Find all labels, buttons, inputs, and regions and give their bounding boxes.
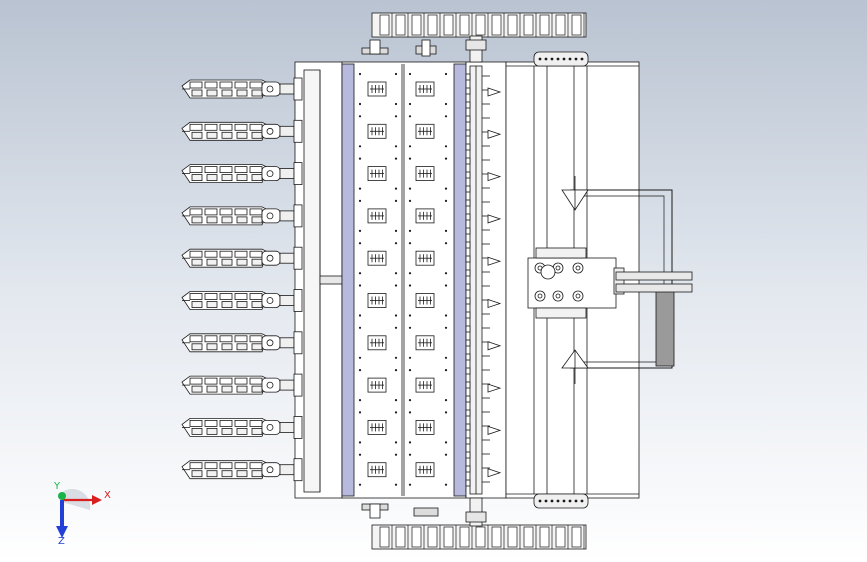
seed-tube[interactable]: [181, 331, 303, 355]
seed-metering-box[interactable]: [367, 293, 387, 308]
tread-block: [395, 14, 406, 36]
seed-tube-group: [181, 77, 303, 482]
seed-metering-box[interactable]: [415, 335, 435, 351]
seed-metering-box[interactable]: [415, 123, 435, 139]
tread-block: [459, 526, 470, 548]
seed-metering-box[interactable]: [367, 462, 387, 478]
seed-tube[interactable]: [181, 458, 303, 482]
tread-block: [427, 14, 438, 36]
tread-block: [379, 14, 390, 36]
tread-block: [411, 14, 422, 36]
tread-block: [411, 526, 422, 548]
seed-metering-box[interactable]: [415, 293, 435, 308]
left-frame-beam[interactable]: [294, 61, 343, 499]
tread-block: [555, 526, 566, 548]
seed-metering-box[interactable]: [367, 335, 387, 351]
seed-metering-box[interactable]: [367, 250, 387, 266]
tread-block: [475, 14, 486, 36]
seed-metering-box[interactable]: [415, 208, 435, 224]
tread-block: [555, 14, 566, 36]
seed-metering-box[interactable]: [415, 462, 435, 478]
z-axis-head: [56, 526, 68, 538]
z-axis-label: Z: [58, 536, 65, 547]
tread-block: [443, 14, 454, 36]
tread-block: [523, 526, 534, 548]
seed-tube[interactable]: [181, 415, 303, 439]
y-axis-label: Y: [53, 481, 61, 492]
tread-block: [443, 526, 454, 548]
seed-metering-box[interactable]: [367, 208, 387, 224]
y-axis-dot: [58, 492, 66, 500]
tread-block: [395, 526, 406, 548]
orientation-triad: X Y Z: [53, 481, 111, 547]
seed-metering-box[interactable]: [367, 377, 387, 393]
tread-block: [475, 526, 486, 548]
tread-block: [539, 526, 550, 548]
x-axis-head: [92, 495, 102, 505]
tread-block: [507, 14, 518, 36]
drive-shaft[interactable]: [465, 35, 507, 527]
tread-block: [539, 14, 550, 36]
seed-metering-box[interactable]: [415, 81, 435, 97]
tread-block: [507, 526, 518, 548]
seed-metering-box[interactable]: [367, 166, 387, 182]
tread-block: [571, 526, 582, 548]
tread-block: [523, 14, 534, 36]
seed-tube[interactable]: [181, 77, 303, 101]
seed-metering-box[interactable]: [415, 250, 435, 266]
seed-metering-box[interactable]: [367, 81, 387, 97]
seed-tube[interactable]: [181, 204, 303, 228]
seed-metering-box[interactable]: [367, 123, 387, 139]
seed-hopper[interactable]: [341, 61, 467, 499]
tread-block: [491, 526, 502, 548]
x-axis-label: X: [104, 490, 111, 501]
tread-block: [427, 526, 438, 548]
bottom-gauge-wheel[interactable]: [371, 524, 587, 550]
hitch-bracket[interactable]: [561, 176, 693, 384]
seed-tube[interactable]: [181, 289, 303, 312]
seed-tube[interactable]: [181, 373, 303, 397]
top-gauge-wheel[interactable]: [371, 12, 587, 38]
seed-tube[interactable]: [181, 119, 303, 143]
tread-block: [379, 526, 390, 548]
tread-block: [459, 14, 470, 36]
gearbox[interactable]: [527, 247, 625, 319]
seed-metering-box[interactable]: [367, 419, 387, 435]
wheel-bolts: [361, 39, 487, 523]
seed-metering-box[interactable]: [415, 166, 435, 182]
seed-metering-box[interactable]: [415, 419, 435, 435]
seed-tube[interactable]: [181, 246, 303, 270]
tread-block: [571, 14, 582, 36]
tread-block: [491, 14, 502, 36]
seed-tube[interactable]: [181, 162, 303, 186]
seed-metering-box[interactable]: [415, 377, 435, 393]
